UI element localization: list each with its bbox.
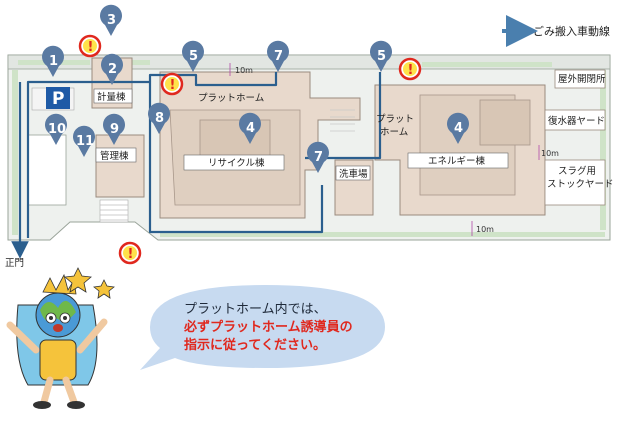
surprise-stars [64,267,115,299]
pin-2-label: 2 [108,62,117,77]
pin-7-mid-label: 7 [314,150,323,165]
building-labels: 計量棟 管理棟 プラットホーム リサイクル棟 プラット ホーム 洗車場 エネルギ… [5,73,614,269]
pin-5-right-label: 5 [377,49,386,64]
pin-3: 3 [100,4,122,36]
slag-yard [544,159,606,206]
label-platform-mid-2: ホーム [380,127,408,138]
route-entry [26,80,324,238]
admin-building [95,134,145,198]
pin-markers: 1 2 3 4 4 5 5 7 [42,4,469,173]
bubble-line-3: 指示に従ってください。 [184,337,326,353]
label-platform-top: プラットホーム [198,93,264,104]
pin-11-label: 11 [76,134,94,149]
warning-marker-1-label: ! [88,40,94,55]
parking-lot [27,134,67,206]
warning-marker-4: ! [118,241,142,265]
parking-symbol: P [52,89,64,109]
dim-2: 10m [541,149,559,158]
speech-bubble: プラットホーム内では、 必ずプラットホーム誘導員の 指示に従ってください。 [140,285,385,370]
pin-8-label: 8 [155,111,164,126]
pin-7-mid: 7 [307,141,329,173]
label-recycle: リサイクル棟 [208,157,265,169]
label-slag-2: ストックヤード [547,179,614,190]
label-water-yard: 復水器ヤード [548,115,605,127]
pin-11: 11 [73,125,95,157]
legend-label: ごみ搬入車動線 [533,24,610,38]
dimensions: 10m 10m 10m [229,63,559,236]
label-slag-1: スラグ用 [558,165,596,177]
dim-3: 10m [476,225,494,234]
pin-3-label: 3 [107,13,116,28]
route-platform-loop [148,72,278,87]
label-washing: 洗車場 [339,168,368,180]
route-mid [305,72,382,160]
pin-5-left-label: 5 [189,49,198,64]
pin-1-label: 1 [49,54,58,69]
warning-marker-2: ! [160,72,184,96]
pin-9-label: 9 [110,122,119,137]
warning-marker-2-label: ! [170,78,176,93]
warning-marker-3-label: ! [408,63,414,78]
truck-route [11,72,382,259]
pin-8: 8 [148,102,170,134]
label-admin: 管理棟 [100,150,129,162]
warning-marker-3: ! [398,57,422,81]
mascot-illustration [6,273,108,409]
label-outdoor-switch: 屋外開閉所 [558,73,606,85]
pin-2: 2 [101,53,123,85]
warning-marker-1: ! [78,34,102,58]
outdoor-switch-building [554,69,606,89]
pin-1: 1 [42,45,64,77]
water-yard [544,109,606,131]
pin-10: 10 [45,113,67,145]
route-legend: ごみ搬入車動線 [502,15,610,47]
pin-4-left-label: 4 [246,121,255,136]
label-weighing: 計量棟 [97,91,126,103]
pin-7-top-label: 7 [274,49,283,64]
parking-sign: P [46,87,70,109]
label-platform-mid-1: プラット [376,114,414,125]
label-gate: 正門 [5,258,24,269]
bubble-line-1: プラットホーム内では、 [184,301,327,317]
pin-4-right: 4 [447,112,469,144]
pin-4-left: 4 [239,112,261,144]
label-energy: エネルギー棟 [428,155,486,167]
warning-markers: ! ! ! ! [78,34,422,265]
bubble-line-2: 必ずプラットホーム誘導員の [183,319,353,335]
dim-1: 10m [235,66,253,75]
pin-5-left: 5 [182,40,204,72]
pin-10-label: 10 [48,122,66,137]
pin-4-right-label: 4 [454,121,463,136]
pin-5-right: 5 [370,40,392,72]
pin-7-top: 7 [267,40,289,72]
pin-9: 9 [103,113,125,145]
warning-marker-4-label: ! [128,247,134,262]
